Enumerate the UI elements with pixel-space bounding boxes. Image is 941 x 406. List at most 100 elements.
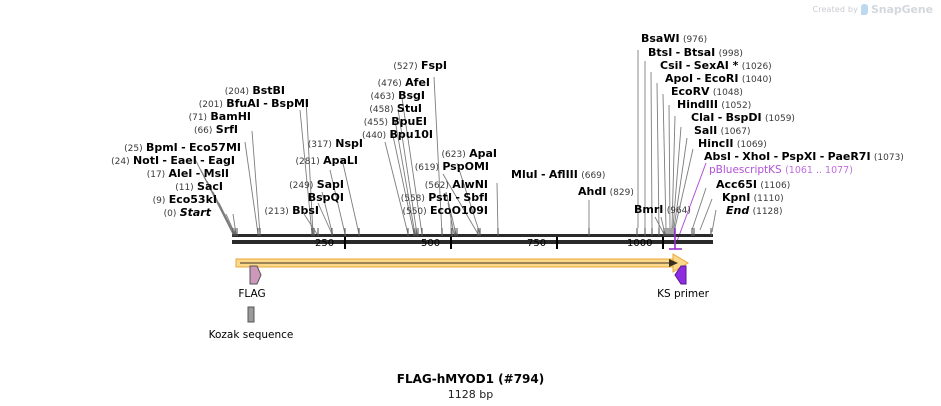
enzyme-name: NspI <box>335 137 363 150</box>
enzyme-label-ecorv[interactable]: EcoRV (1048) <box>671 86 743 99</box>
enzyme-name: ApoI <box>665 72 694 85</box>
enzyme-label-bsgi[interactable]: (463) BsgI <box>371 90 425 103</box>
enzyme-label-sapi[interactable]: (249) SapI <box>289 179 344 192</box>
enzyme-position: (201) <box>198 100 223 110</box>
enzyme-position: (458) <box>369 105 394 115</box>
enzyme-name: SbfI <box>463 191 488 204</box>
enzyme-name: BpuEI <box>391 115 427 128</box>
enzyme-name: Start <box>179 206 211 219</box>
enzyme-label-kpni[interactable]: KpnI (1110) <box>722 192 784 205</box>
enzyme-name: HincII <box>698 137 734 150</box>
enzyme-label-bpu10i[interactable]: (440) Bpu10I <box>362 129 433 142</box>
enzyme-label-apali[interactable]: (281) ApaLI <box>296 155 358 168</box>
enzyme-position: (1059) <box>765 114 795 124</box>
enzyme-position: (1026) <box>741 62 772 72</box>
feature-label-ks-primer[interactable]: KS primer <box>657 288 709 300</box>
enzyme-label-bamhi[interactable]: (71) BamHI <box>189 111 251 124</box>
enzyme-label-eco53ki[interactable]: (9) Eco53kI <box>153 194 217 207</box>
enzyme-position: (562) <box>424 181 449 191</box>
enzyme-name: PspXI <box>781 150 817 163</box>
enzyme-position: (317) <box>307 140 332 150</box>
enzyme-position: (476) <box>377 79 402 89</box>
enzyme-label-bpuei[interactable]: (455) BpuEI <box>364 116 427 129</box>
enzyme-label-ahdi[interactable]: AhdI (829) <box>578 186 634 199</box>
enzyme-label-saci[interactable]: (11) SacI <box>175 181 223 194</box>
enzyme-label-mlui[interactable]: MluI - AflIII (669) <box>511 169 605 182</box>
enzyme-label-stui[interactable]: (458) StuI <box>369 103 422 116</box>
feature-range: (1061 .. 1077) <box>785 165 853 176</box>
enzyme-label-bbsi[interactable]: (213) BbsI <box>265 205 319 218</box>
enzyme-dash: - <box>734 150 739 163</box>
enzyme-position: (998) <box>718 49 743 59</box>
page-title: FLAG-hMYOD1 (#794) <box>396 372 545 386</box>
enzyme-dash: - <box>696 72 701 85</box>
enzyme-position: (1106) <box>760 181 791 191</box>
enzyme-position: (558) <box>400 194 425 204</box>
enzyme-name: PaeR7I <box>827 150 871 163</box>
enzyme-label-apai[interactable]: (623) ApaI <box>442 148 497 161</box>
enzyme-name: AlwNI <box>452 178 488 191</box>
enzyme-name: MluI <box>511 168 538 181</box>
sequence-backbone-bottom <box>232 240 713 244</box>
enzyme-position: (9) <box>152 196 166 206</box>
enzyme-position: (1073) <box>873 153 904 163</box>
enzyme-position: (1069) <box>736 140 767 150</box>
enzyme-position: (24) <box>111 157 130 167</box>
enzyme-label-bpmi[interactable]: (25) BpmI - Eco57MI <box>124 142 241 155</box>
enzyme-label-csii[interactable]: CsiI - SexAI * (1026) <box>660 60 772 73</box>
enzyme-label-hindiii[interactable]: HindIII (1052) <box>677 99 751 112</box>
enzyme-name: BspDI <box>725 111 762 124</box>
enzyme-label-bstbi[interactable]: (204) BstBI <box>225 85 285 98</box>
enzyme-label-hincii[interactable]: HincII (1069) <box>698 138 767 151</box>
sequence-backbone-top <box>232 234 713 237</box>
enzyme-name: ApaI <box>469 147 497 160</box>
enzyme-label-end[interactable]: End (1128) <box>726 205 783 218</box>
enzyme-dash: - <box>717 111 723 124</box>
enzyme-label-pspomi[interactable]: (619) PspOMI <box>415 161 489 174</box>
enzyme-name: SrfI <box>215 123 238 136</box>
ruler-tick-750 <box>556 237 558 249</box>
enzyme-name: BtsI <box>648 46 673 59</box>
enzyme-label-bspqi[interactable]: BspQI <box>308 192 344 204</box>
enzyme-dash: - <box>773 150 779 163</box>
enzyme-label-ecoo109i[interactable]: (550) EcoO109I <box>402 205 488 218</box>
enzyme-name: BmrI <box>634 203 664 216</box>
enzyme-position: (463) <box>370 92 395 102</box>
enzyme-position: (964) <box>666 206 691 216</box>
feature-name: pBluescriptKS <box>709 164 782 176</box>
feature-label-flag[interactable]: FLAG <box>238 288 266 300</box>
enzyme-position: (829) <box>609 188 634 198</box>
enzyme-label-alwni[interactable]: (562) AlwNI <box>425 179 488 192</box>
enzyme-label-afei[interactable]: (476) AfeI <box>378 77 430 90</box>
enzyme-name: FspI <box>420 59 447 72</box>
enzyme-label-srfi[interactable]: (66) SrfI <box>194 124 238 137</box>
enzyme-label-clai[interactable]: ClaI - BspDI (1059) <box>691 112 795 125</box>
enzyme-position: (1052) <box>721 101 752 111</box>
snapgene-logo-icon <box>860 4 868 15</box>
feature-label-kozak-sequence[interactable]: Kozak sequence <box>208 329 294 341</box>
enzyme-label-btsi[interactable]: BtsI - BtsaI (998) <box>648 47 743 60</box>
enzyme-label-bmri[interactable]: BmrI (964) <box>634 204 691 217</box>
enzyme-label-bfuai[interactable]: (201) BfuAI - BspMI <box>199 98 309 111</box>
enzyme-name: SalI <box>694 124 718 137</box>
enzyme-label-absi[interactable]: AbsI - XhoI - PspXI - PaeR7I (1073) <box>704 151 904 164</box>
enzyme-label-bsawi[interactable]: BsaWI (976) <box>641 33 707 46</box>
enzyme-position: (0) <box>163 209 177 219</box>
enzyme-name: MslI <box>203 167 229 180</box>
enzyme-label-alei[interactable]: (17) AleI - MslI <box>147 168 229 181</box>
enzyme-label-psti[interactable]: (558) PstI - SbfI <box>401 192 488 205</box>
enzyme-label-start[interactable]: (0) Start <box>164 207 211 220</box>
enzyme-position: (213) <box>264 207 289 217</box>
enzyme-label-noti[interactable]: (24) NotI - EaeI - EagI <box>111 155 235 168</box>
feature-label-pbluescriptks[interactable]: pBluescriptKS (1061 .. 1077) <box>709 164 853 176</box>
enzyme-name: EcoRI <box>704 72 739 85</box>
enzyme-label-apoi[interactable]: ApoI - EcoRI (1040) <box>665 73 772 86</box>
enzyme-position: (527) <box>393 62 418 72</box>
enzyme-label-fspi[interactable]: (527) FspI <box>393 60 447 73</box>
enzyme-label-acc65i[interactable]: Acc65I (1106) <box>716 179 790 192</box>
enzyme-label-sali[interactable]: SalI (1067) <box>694 125 751 138</box>
enzyme-dash: - <box>540 168 546 181</box>
enzyme-name: Acc65I <box>716 178 757 191</box>
enzyme-label-nspi[interactable]: (317) NspI <box>308 138 363 151</box>
